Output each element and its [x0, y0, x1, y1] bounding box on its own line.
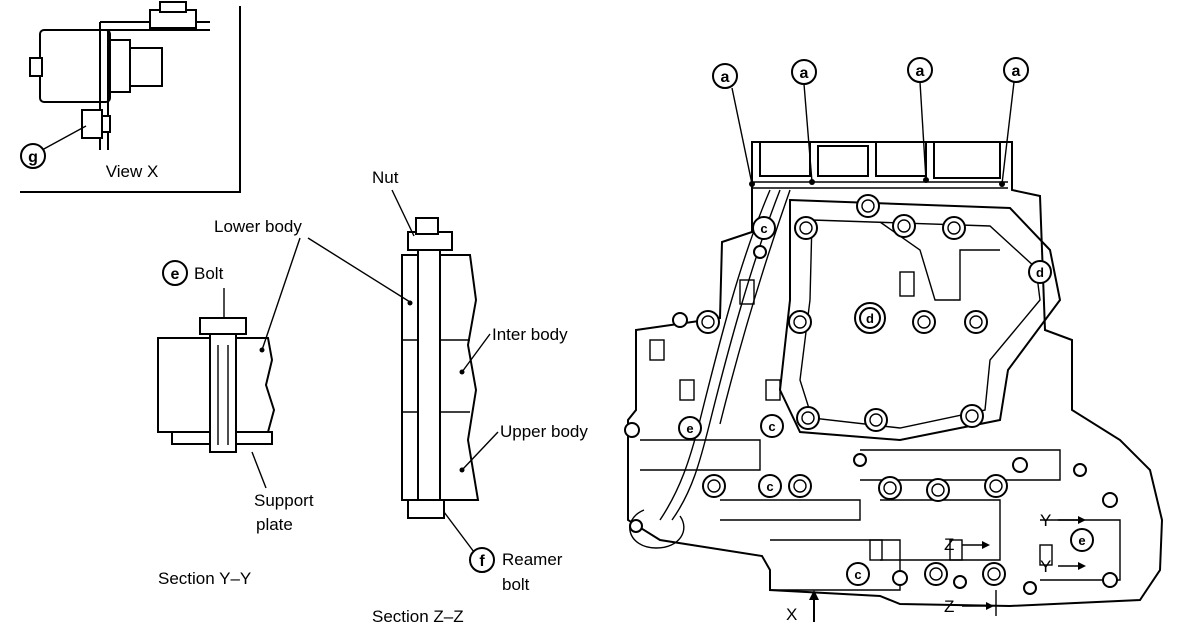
harness-wire-1	[659, 189, 771, 521]
g-leader-line	[41, 125, 87, 151]
callout-f: f	[479, 553, 485, 570]
valve-body: c c c c d d e e a a	[624, 57, 1164, 624]
yy-bolt-head	[199, 317, 247, 335]
upper-body-label: Upper body	[500, 422, 588, 441]
marker-y-upper: Y	[1040, 511, 1051, 530]
support-plate-leader	[251, 451, 267, 489]
inter-body-leader	[461, 333, 491, 373]
bolt-e-group: e e	[678, 416, 1094, 552]
motor-flange	[109, 39, 131, 93]
lower-body-label: Lower body	[214, 217, 302, 236]
callouts-a: a a a a	[712, 57, 1029, 187]
callout-a-4: a	[1012, 63, 1021, 80]
reamer-bolt-shank	[417, 247, 441, 511]
view-x-inset: g View X	[20, 1, 241, 193]
bolt-c-3: c	[766, 479, 773, 494]
section-yy-title: Section Y–Y	[158, 569, 251, 588]
solenoid-2	[817, 145, 869, 177]
marker-x: X	[786, 605, 797, 624]
nut-leader	[391, 189, 415, 237]
marker-y-lower: Y	[1040, 557, 1051, 576]
bolt-d-2: d	[1036, 265, 1044, 280]
inter-body-label: Inter body	[492, 325, 568, 344]
plate-bolts	[696, 194, 1008, 586]
support-plate-label-1: Support	[254, 491, 314, 510]
g-bolt	[81, 109, 103, 139]
support-plate-label-2: plate	[256, 515, 293, 534]
reamer-label-2: bolt	[502, 575, 530, 594]
valve-body-outline	[627, 141, 1164, 608]
reamer-label-1: Reamer	[502, 550, 563, 569]
bolt-c-1: c	[760, 221, 767, 236]
callout-a-3: a	[916, 63, 925, 80]
marker-z-upper: Z	[944, 535, 954, 554]
solenoid-4	[933, 141, 1001, 179]
top-bolt-cap	[159, 1, 187, 13]
callout-a-1: a	[721, 69, 730, 86]
bolt-c-group: c c c c	[752, 216, 870, 586]
callout-g: g	[28, 149, 38, 166]
solenoid-1	[759, 141, 811, 177]
section-zz-title: Section Z–Z	[372, 607, 464, 626]
bolt-d-1: d	[866, 311, 874, 326]
bolt-e-2: e	[1078, 533, 1085, 548]
marker-z-lower: Z	[944, 597, 954, 616]
motor-connector	[29, 57, 43, 77]
yy-bolt-shank	[209, 329, 237, 453]
upper-body-leader	[461, 431, 499, 471]
solenoid-3	[875, 141, 927, 177]
separator-plate	[778, 198, 1062, 442]
bolt-e-1: e	[686, 421, 693, 436]
callout-e-circle	[162, 260, 188, 286]
bolt-c-2: c	[768, 419, 775, 434]
lower-body-leader-zz	[307, 237, 411, 303]
nut-label: Nut	[372, 168, 399, 187]
section-yy: e Bolt Support plate Section Y–Y	[157, 260, 314, 588]
motor-shaft-housing	[129, 47, 163, 87]
view-x-frame	[20, 6, 241, 193]
section-zz: Nut Inter body Upper body f Reamer bolt …	[372, 168, 588, 626]
g-bolt-washer	[101, 115, 111, 133]
view-x-title: View X	[106, 162, 159, 181]
lower-body-leader-yy	[261, 237, 301, 351]
section-markers: X Y Y Z Z	[786, 511, 1086, 624]
callout-e: e	[171, 266, 180, 283]
reamer-bolt-head	[407, 499, 445, 519]
bolt-c-4: c	[854, 567, 861, 582]
reamer-leader	[443, 511, 475, 553]
bolt-d-group: d d	[854, 260, 1052, 334]
callout-a-2: a	[800, 65, 809, 82]
callout-g-circle	[20, 143, 46, 169]
zz-bolt-tip	[415, 217, 439, 235]
bolt-label: Bolt	[194, 264, 224, 283]
callout-f-circle	[469, 547, 495, 573]
